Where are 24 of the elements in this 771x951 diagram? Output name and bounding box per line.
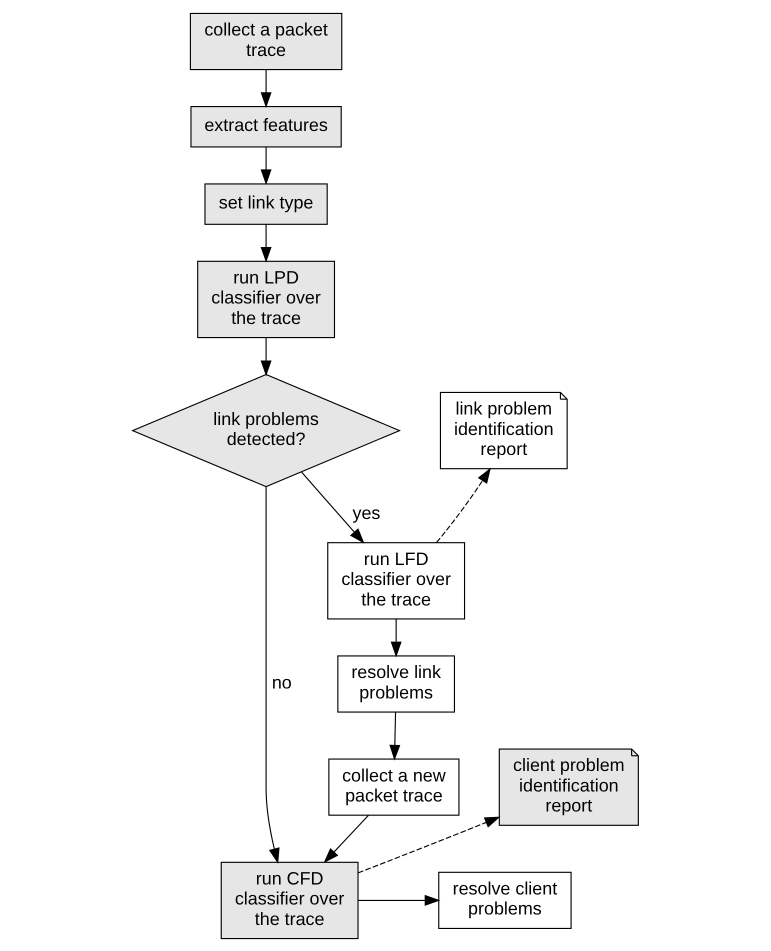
arrow (390, 618, 402, 657)
node-box: extract features (190, 106, 342, 147)
node-box: collect a new packet trace (328, 758, 460, 816)
edge-label: yes (352, 502, 380, 522)
arrow (260, 146, 272, 185)
arrow (260, 224, 272, 262)
arrow (436, 467, 491, 542)
node-box: run LFD classifier over the trace (327, 542, 466, 620)
arrow (358, 894, 440, 906)
node-box: resolve link problems (337, 654, 456, 712)
node-box: set link type (204, 182, 328, 224)
node-box: run LPD classifier over the trace (197, 260, 336, 338)
arrow (260, 337, 272, 376)
arrow (260, 69, 272, 108)
arrow (266, 486, 280, 864)
node-box: resolve client problems (438, 871, 572, 928)
node-box: collect a packet trace (190, 12, 342, 70)
node-box: run CFD classifier over the trace (220, 861, 359, 939)
arrow (301, 471, 364, 544)
arrow (358, 816, 500, 873)
node-diamond: link problems detected? (131, 373, 401, 487)
edge-label: no (272, 672, 292, 692)
arrow (389, 712, 400, 760)
arrow (324, 814, 369, 863)
